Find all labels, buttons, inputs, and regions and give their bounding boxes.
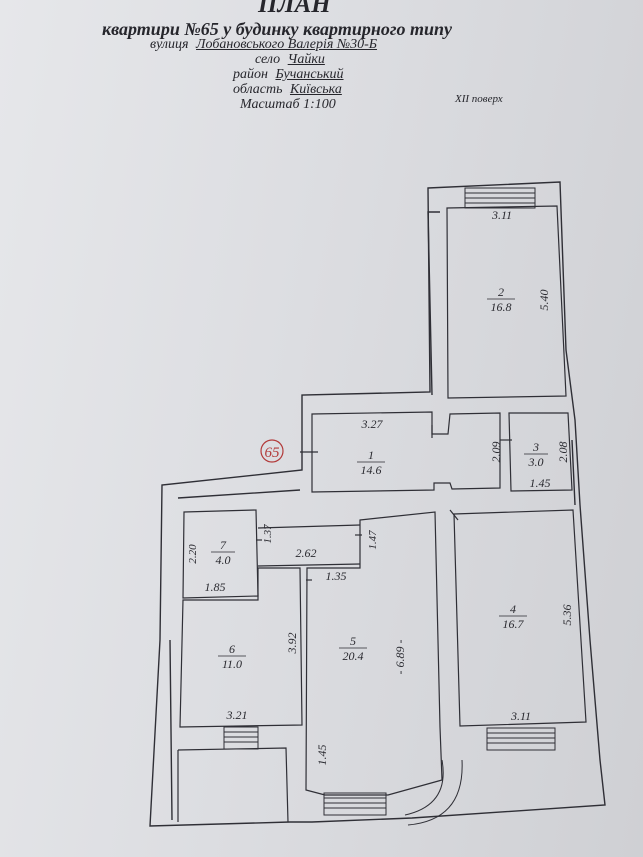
corridor-outline (257, 524, 361, 567)
dim-r5-length: - 6.89 - (393, 640, 407, 675)
walls (149, 181, 606, 827)
room-3-outline (508, 412, 573, 492)
address-street: вулиця Лобановського Валерія №30-Б (150, 37, 377, 53)
inner-wall (169, 211, 576, 821)
dimension-labels: 3.11 5.40 3.27 2.09 2.08 1.45 2.20 1.37 … (187, 208, 574, 766)
street-value: Лобановського Валерія №30-Б (196, 37, 378, 52)
room-outlines (177, 205, 587, 823)
window-room-6 (223, 726, 259, 750)
window-room-4 (486, 727, 556, 751)
balcony-curve (404, 759, 444, 816)
dim-r6-width: 3.21 (226, 708, 248, 722)
room-6-number: 6 (229, 642, 235, 656)
dim-corridor-bottom: 1.35 (326, 569, 347, 583)
address-village: село Чайки (255, 52, 325, 68)
district-label: район (233, 67, 268, 82)
dim-r7-height: 2.20 (187, 544, 199, 564)
dim-r4-length: 5.36 (560, 605, 574, 626)
village-label: село (255, 52, 281, 67)
region-label: область (233, 82, 283, 97)
room-1-area: 14.6 (361, 463, 382, 477)
dim-r2-width: 3.11 (491, 208, 512, 222)
dim-r3-height: 2.08 (556, 442, 570, 463)
lobby-outline (177, 747, 289, 823)
dim-corridor-width: 2.62 (296, 546, 317, 560)
outer-wall (149, 181, 606, 827)
room-labels: 1 14.6 2 16.8 3 3.0 4 16.7 5 20.4 6 11.0… (211, 285, 548, 671)
room-2-outline (446, 205, 567, 399)
floor-label: XII поверх (455, 93, 503, 105)
dim-r2-length: 5.40 (537, 290, 551, 311)
room-1-outline (311, 411, 501, 493)
dim-r1-width: 3.27 (361, 417, 384, 431)
dim-r6-height: 3.92 (285, 633, 299, 655)
room-1-number: 1 (368, 448, 374, 462)
plan-title: ПЛАН (258, 0, 331, 18)
dim-corridor-height: 1.47 (367, 530, 379, 550)
apartment-marker-circle (260, 439, 284, 463)
dim-r1-height: 2.09 (489, 442, 503, 463)
dim-balcony-width: 1.45 (315, 745, 329, 766)
district-value: Бучанський (275, 67, 344, 82)
apartment-marker-number: 65 (265, 445, 281, 461)
room-6-outline (179, 567, 303, 728)
room-4-outline (453, 509, 587, 727)
room-5-number: 5 (350, 634, 356, 648)
address-district: район Бучанський (233, 67, 344, 83)
room-7-area: 4.0 (216, 553, 231, 567)
room-3-area: 3.0 (528, 455, 544, 469)
room-7-number: 7 (220, 538, 227, 552)
dim-r7-width: 1.85 (205, 580, 226, 594)
room-2-number: 2 (498, 285, 504, 299)
room-4-area: 16.7 (503, 617, 525, 631)
room-6-area: 11.0 (222, 657, 242, 671)
dim-r3-width: 1.45 (530, 476, 551, 490)
region-value: Київська (289, 82, 342, 97)
door-ticks (256, 425, 512, 581)
room-4-number: 4 (510, 602, 516, 616)
village-value: Чайки (287, 52, 325, 67)
address-region: область Київська (233, 82, 342, 98)
scale-label: Масштаб 1:100 (240, 97, 336, 112)
dim-r7-right: 1.37 (262, 524, 274, 544)
plan-subtitle: квартири №65 у будинку квартирного типу (102, 19, 452, 39)
room-5-area: 20.4 (343, 649, 364, 663)
street-label: вулиця (150, 37, 189, 52)
room-7-outline (182, 509, 259, 599)
window-room-5 (323, 792, 387, 816)
room-2-area: 16.8 (491, 300, 512, 314)
windows (223, 187, 556, 826)
room-5-outline (305, 511, 443, 796)
room-3-number: 3 (532, 440, 539, 454)
dim-r4-width: 3.11 (510, 709, 531, 723)
